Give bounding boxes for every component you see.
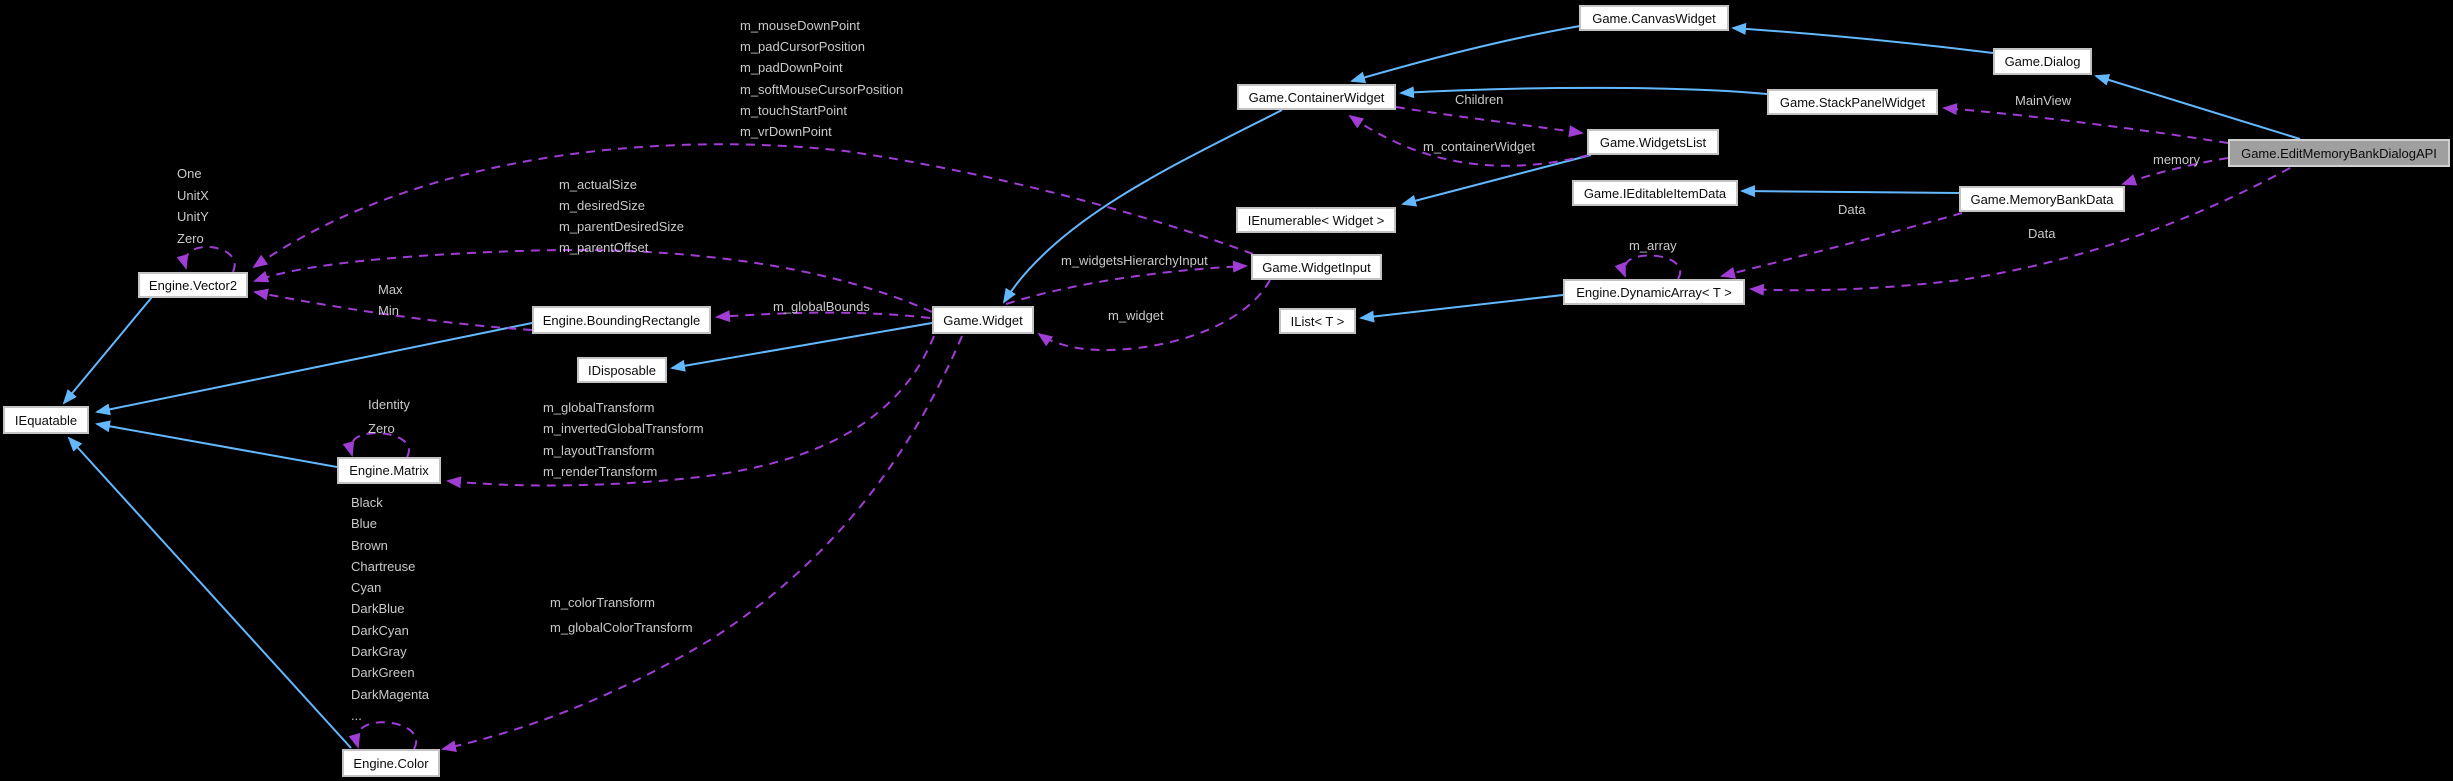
node-game-widgetslist[interactable]: Game.WidgetsList	[1587, 129, 1719, 155]
node-game-ieditableitemdata[interactable]: Game.IEditableItemData	[1572, 180, 1738, 206]
node-iequatable[interactable]: IEquatable	[3, 406, 89, 434]
edge-label-m-globalbounds: m_globalBounds	[773, 299, 870, 314]
node-engine-dynamicarray[interactable]: Engine.DynamicArray< T >	[1563, 279, 1745, 305]
edge-label-m-widget: m_widget	[1108, 308, 1164, 323]
edge-label-data-memorybank: Data	[1838, 202, 1866, 217]
edge-label-m-containerwidget: m_containerWidget	[1423, 139, 1535, 154]
edge-inherit-dialog-canvaswidget	[1731, 22, 1994, 54]
node-ilist[interactable]: IList< T >	[1279, 308, 1356, 334]
node-engine-color[interactable]: Engine.Color	[342, 749, 440, 777]
edge-inherit-vector2-iequatable	[62, 296, 153, 405]
node-ienumerable-widget[interactable]: IEnumerable< Widget >	[1236, 207, 1396, 233]
edge-inherit-widget-idisposable	[670, 322, 933, 372]
edge-label-memory: memory	[2153, 152, 2200, 167]
edge-inherit-stackpanelwidget-containerwidget	[1399, 86, 1768, 99]
edge-inherit-matrix-iequatable	[95, 420, 338, 468]
edge-inherit-canvaswidget-containerwidget	[1350, 25, 1581, 84]
edge-label-m-widgetshierarchyinput: m_widgetsHierarchyInput	[1061, 253, 1208, 268]
edge-usage-api-stackpanelwidget	[1942, 103, 2229, 144]
edge-usage-api-memorybankdata	[2121, 157, 2229, 186]
node-game-canvaswidget[interactable]: Game.CanvasWidget	[1579, 5, 1729, 31]
edge-usage-color-self-loop	[348, 721, 418, 750]
edge-label-color-static-members: Black Blue Brown Chartreuse Cyan DarkBlu…	[351, 495, 430, 723]
edge-usage-widgetinput-vector2	[252, 143, 1254, 269]
edge-usage-widget-widgetinput	[1005, 260, 1248, 305]
edge-label-boundingrect-vector2-members: Max Min	[378, 282, 403, 318]
edge-label-widget-color-members: m_colorTransform m_globalColorTransform	[550, 595, 693, 635]
node-game-containerwidget[interactable]: Game.ContainerWidget	[1237, 84, 1396, 110]
edge-usage-dynamicarray-self-loop	[1614, 254, 1682, 280]
edge-usage-vector2-self-loop	[176, 246, 236, 273]
edge-inherit-boundingrectangle-iequatable	[95, 322, 533, 416]
edge-inherit-containerwidget-widget	[1002, 109, 1283, 304]
node-game-widget[interactable]: Game.Widget	[932, 306, 1034, 334]
node-game-dialog[interactable]: Game.Dialog	[1993, 48, 2092, 75]
edge-label-widgetinput-vector2-members: m_mouseDownPoint m_padCursorPosition m_p…	[740, 18, 904, 140]
edge-inherit-memorybankdata-ieditableitemdata	[1740, 185, 1960, 198]
edge-label-widget-vector2-members: m_actualSize m_desiredSize m_parentDesir…	[559, 177, 685, 255]
edge-usage-boundingrectangle-vector2	[253, 288, 533, 331]
edge-usage-api-dynamicarray	[1749, 167, 2291, 296]
edge-label-data-api: Data	[2028, 226, 2056, 241]
edge-label-vector2-static-members: One UnitX UnitY Zero	[177, 166, 209, 247]
edge-usage-widgetinput-widget	[1037, 279, 1271, 352]
node-idisposable[interactable]: IDisposable	[577, 357, 667, 383]
edge-inherit-color-iequatable	[67, 436, 352, 749]
edge-label-widget-matrix-members: m_globalTransform m_invertedGlobalTransf…	[543, 400, 704, 479]
edge-usage-containerwidget-widgetslist	[1395, 106, 1584, 138]
edge-inherit-dynamicarray-ilist	[1359, 294, 1564, 323]
edge-label-children: Children	[1455, 92, 1504, 107]
edge-label-m-array: m_array	[1629, 238, 1677, 253]
edge-usage-widget-color	[441, 335, 963, 753]
node-game-widgetinput[interactable]: Game.WidgetInput	[1251, 254, 1382, 280]
edge-usage-memorybankdata-dynamicarray	[1720, 212, 1963, 279]
edge-inherit-widgetslist-ienumerable	[1401, 154, 1592, 207]
node-game-editmemorybankdialogapi[interactable]: Game.EditMemoryBankDialogAPI	[2228, 139, 2450, 167]
edge-inherit-editmemorybankdialogapi-dialog	[2094, 74, 2301, 140]
edge-usage-widget-vector2	[253, 249, 933, 313]
edge-label-matrix-static-members: Identity Zero	[368, 397, 410, 436]
node-engine-vector2[interactable]: Engine.Vector2	[138, 272, 248, 298]
node-game-stackpanelwidget[interactable]: Game.StackPanelWidget	[1767, 89, 1938, 115]
edge-usage-matrix-self-loop	[342, 432, 410, 458]
edge-usage-widgetslist-containerwidget	[1348, 114, 1590, 167]
node-game-memorybankdata[interactable]: Game.MemoryBankData	[1959, 186, 2125, 212]
node-engine-boundingrectangle[interactable]: Engine.BoundingRectangle	[532, 306, 711, 334]
node-engine-matrix[interactable]: Engine.Matrix	[337, 457, 441, 484]
edge-label-mainview: MainView	[2015, 93, 2072, 108]
